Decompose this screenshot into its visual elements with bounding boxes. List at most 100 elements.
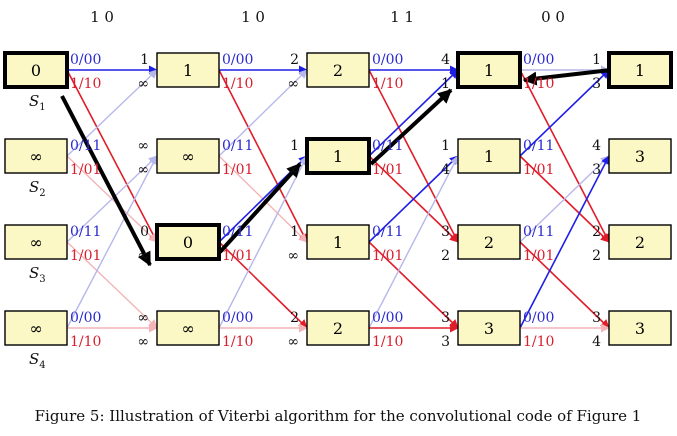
figure-caption: Figure 5: Illustration of Viterbi algori…	[35, 407, 642, 425]
state-box-t2-s2	[305, 137, 371, 175]
edge-stage3-s2-to-s1	[368, 69, 459, 157]
edge-label-stage1-s1-input0: 0/00	[70, 52, 101, 68]
candidate-metric-t1-s3-lower: ∞	[137, 248, 149, 264]
candidate-metric-t4-s2-lower: 3	[592, 162, 601, 178]
edge-label-stage1-s4-input1: 1/10	[70, 334, 101, 350]
edge-label-stage1-s3-input0: 0/11	[70, 224, 101, 240]
edge-label-stage2-s2-input0: 0/11	[222, 138, 253, 154]
edge-label-stage1-s1-input1: 1/10	[70, 76, 101, 92]
path-metric-t3-s1: 1	[484, 61, 494, 80]
edge-stage1-s3-to-s2	[66, 155, 158, 243]
edge-label-stage2-s3-input1: 1/01	[222, 248, 253, 264]
path-metric-t1-s1: 1	[183, 61, 193, 80]
state-box-t1-s1	[156, 52, 220, 88]
state-box-t4-s1	[607, 51, 673, 89]
path-metric-t3-s2: 1	[484, 147, 494, 166]
edge-label-stage2-s4-input1: 1/10	[222, 334, 253, 350]
candidate-metric-t4-s3-upper: 2	[592, 224, 601, 240]
edge-label-stage2-s4-input0: 0/00	[222, 310, 253, 326]
edge-stage2-s4-to-s2	[218, 155, 308, 329]
edge-stage1-s1-to-s3	[66, 69, 158, 243]
edge-stage2-s1-to-s3	[218, 69, 308, 243]
candidate-metric-t1-s3-upper: 0	[140, 224, 149, 240]
candidate-metric-t4-s1-upper: 1	[592, 52, 601, 68]
candidate-metric-t2-s1-lower: ∞	[287, 76, 299, 92]
state-box-t1-s2	[156, 138, 220, 174]
transition-edges	[66, 65, 610, 333]
state-label-s2: S2	[29, 178, 46, 199]
edge-stage4-s4-to-s2	[519, 155, 610, 329]
edge-label-stage1-s2-input0: 0/11	[70, 138, 101, 154]
state-box-t2-s4	[306, 310, 370, 346]
path-metric-t3-s4: 3	[484, 319, 494, 338]
edge-label-stage4-s3-input0: 0/11	[523, 224, 554, 240]
state-box-t2-s1	[306, 52, 370, 88]
candidate-metric-t3-s4-upper: 3	[441, 310, 450, 326]
candidate-metric-t4-s4-lower: 4	[592, 334, 601, 350]
state-box-t0-s4	[4, 310, 68, 346]
candidate-metric-t2-s2-upper: 1	[290, 138, 299, 154]
candidate-metric-t3-s2-lower: 4	[441, 162, 450, 178]
candidate-metric-t4-s1-lower: 3	[592, 76, 601, 92]
edge-stage2-s3-to-s4	[218, 241, 308, 329]
input-bits-stage-2: 1 0	[241, 8, 265, 26]
traceback-path	[60, 68, 612, 267]
candidate-metric-t4-s4-upper: 3	[592, 310, 601, 326]
candidate-metric-t1-s1-upper: 1	[140, 52, 149, 68]
candidate-metric-t4-s3-lower: 2	[592, 248, 601, 264]
edge-stage4-s3-to-s2	[519, 155, 610, 243]
edge-label-stage4-s1-input1: 1/10	[523, 76, 554, 92]
edge-stage4-s2-to-s1	[519, 69, 610, 157]
edge-label-stage2-s2-input1: 1/01	[222, 162, 253, 178]
edge-label-stage3-s4-input0: 0/00	[372, 310, 403, 326]
edge-label-stage4-s2-input0: 0/11	[523, 138, 554, 154]
candidate-metric-t3-s3-lower: 2	[441, 248, 450, 264]
edge-label-stage1-s3-input1: 1/01	[70, 248, 101, 264]
path-metric-t0-s3: ∞	[29, 233, 42, 252]
state-box-t3-s2	[457, 138, 521, 174]
edge-label-stage4-s4-input1: 1/10	[523, 334, 554, 350]
edge-label-stage3-s3-input0: 0/11	[372, 224, 403, 240]
edge-stage1-s4-to-s2	[66, 155, 158, 329]
edge-label-stage3-s2-input1: 1/01	[372, 162, 403, 178]
path-metric-t4-s1: 1	[635, 61, 645, 80]
edge-label-stage3-s1-input0: 0/00	[372, 52, 403, 68]
input-bits-stage-1: 1 0	[90, 8, 114, 26]
edge-label-stage3-s4-input1: 1/10	[372, 334, 403, 350]
state-box-t1-s4	[156, 310, 220, 346]
input-bits-stage-4: 0 0	[541, 8, 565, 26]
path-metric-t1-s4: ∞	[181, 319, 194, 338]
candidate-metric-t1-s2-lower: ∞	[137, 162, 149, 178]
edge-stage1-s2-to-s1	[66, 69, 158, 157]
traceback-arrow-2	[369, 88, 453, 166]
edge-stage3-s3-to-s2	[368, 155, 459, 243]
state-box-t3-s4	[457, 310, 521, 346]
edge-label-stage4-s2-input1: 1/01	[523, 162, 554, 178]
edge-stage3-s3-to-s4	[368, 241, 459, 329]
edge-stage4-s3-to-s4	[519, 241, 610, 329]
path-metric-t1-s2: ∞	[181, 147, 194, 166]
traceback-arrow-1	[522, 68, 612, 86]
path-metric-t2-s1: 2	[333, 61, 343, 80]
edge-stage3-s1-to-s3	[368, 69, 459, 243]
state-box-t0-s3	[4, 224, 68, 260]
edge-label-stage3-s2-input0: 0/11	[372, 138, 403, 154]
candidate-metric-t2-s4-lower: ∞	[287, 334, 299, 350]
traceback-arrow-4	[60, 95, 152, 267]
edge-stage1-s3-to-s4	[66, 241, 158, 329]
edge-label-stage3-s1-input1: 1/10	[372, 76, 403, 92]
path-metric-t2-s4: 2	[333, 319, 343, 338]
state-box-t3-s3	[457, 224, 521, 260]
candidate-metric-t1-s2-upper: ∞	[137, 138, 149, 154]
candidate-metric-t1-s4-upper: ∞	[137, 310, 149, 326]
path-metric-t2-s2: 1	[333, 147, 343, 166]
path-metric-t0-s2: ∞	[29, 147, 42, 166]
edge-stage2-s2-to-s1	[218, 69, 308, 157]
state-label-s3: S3	[29, 264, 46, 285]
edge-label-stage4-s3-input1: 1/01	[523, 248, 554, 264]
input-bits-stage-3: 1 1	[390, 8, 414, 26]
candidate-metric-t3-s2-upper: 1	[441, 138, 450, 154]
state-box-t2-s3	[306, 224, 370, 260]
state-box-t1-s3	[155, 223, 221, 261]
